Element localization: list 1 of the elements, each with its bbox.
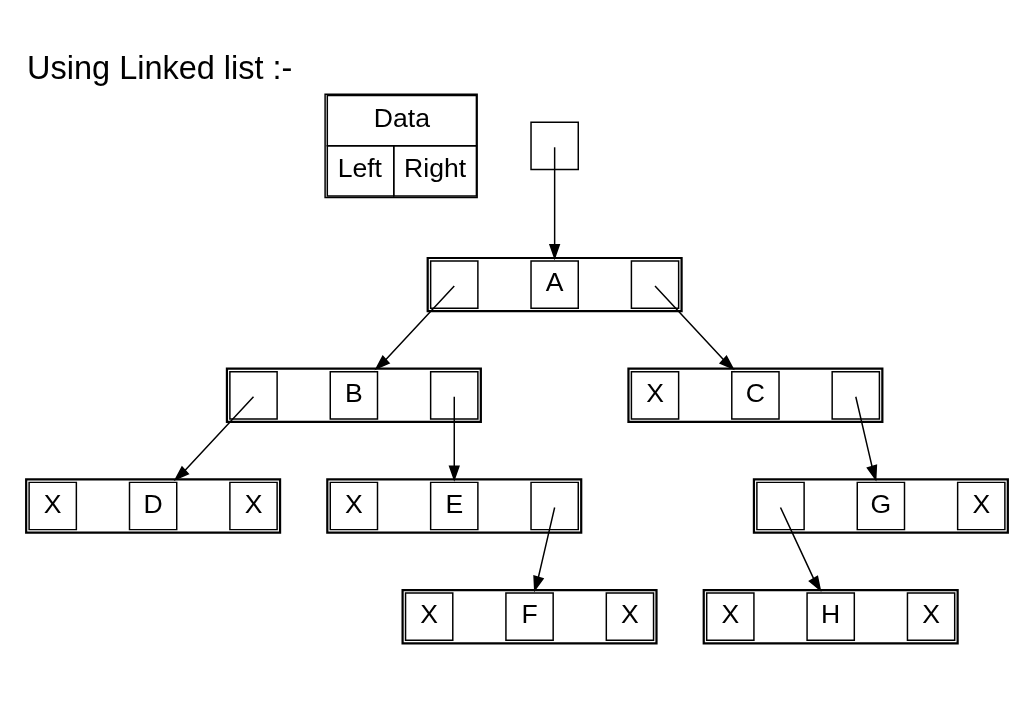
diagram-title: Using Linked list :- [27, 49, 293, 86]
